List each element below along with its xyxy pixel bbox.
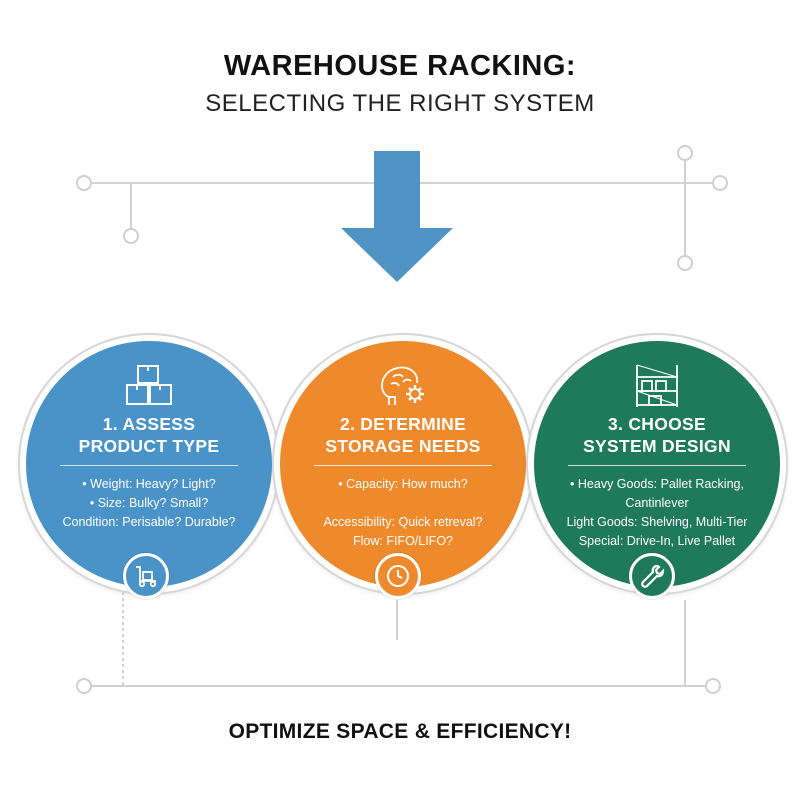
bullet: • Weight: Heavy? Light? — [82, 477, 216, 491]
step-1-bullets: • Weight: Heavy? Light? • Size: Bulky? S… — [32, 475, 266, 532]
step-3-divider — [568, 465, 746, 466]
hand-truck-icon — [136, 566, 157, 588]
step-2-heading: 2. DETERMINE STORAGE NEEDS — [325, 414, 481, 456]
step-3-circle: 3. CHOOSE SYSTEM DESIGN • Heavy Goods: P… — [528, 335, 786, 593]
step-2-divider — [314, 465, 492, 466]
bullet: • Size: Bulky? Small? — [89, 496, 209, 510]
clock-icon — [387, 565, 409, 587]
down-arrow-icon — [341, 151, 453, 282]
boxes-icon — [126, 365, 172, 405]
footer-tagline: OPTIMIZE SPACE & EFFICIENCY! — [228, 720, 572, 743]
rack-icon — [636, 364, 678, 407]
bullet: Special: Drive-In, Live Pallet — [578, 534, 736, 548]
step-2-bullets: • Capacity: How much? Accessibility: Qui… — [286, 475, 520, 551]
bullet: Flow: FIFO/LIFO? — [352, 534, 453, 548]
step-2-badge — [375, 553, 421, 599]
bullet: • Heavy Goods: Pallet Racking, — [570, 477, 744, 491]
page-subtitle: SELECTING THE RIGHT SYSTEM — [205, 90, 595, 117]
page-title: WAREHOUSE RACKING: — [223, 50, 577, 82]
bullet — [286, 494, 520, 513]
step-1-divider — [60, 465, 238, 466]
bullet: Cantinlever — [625, 496, 689, 510]
step-1-badge — [123, 553, 169, 599]
bullet: Condition: Perisable? Durable? — [62, 515, 236, 529]
step-3-heading: 3. CHOOSE SYSTEM DESIGN — [583, 414, 731, 456]
bullet: Light Goods: Shelving, Multi-Tier — [566, 515, 748, 529]
brain-gear-icon — [381, 366, 424, 405]
step-3-bullets: • Heavy Goods: Pallet Racking, Cantinlev… — [540, 475, 774, 551]
bullet: Accessibility: Quick retreval? — [323, 515, 483, 529]
step-3-badge — [629, 553, 675, 599]
bullet: • Capacity: How much? — [338, 477, 468, 491]
step-1-heading: 1. ASSESS PRODUCT TYPE — [78, 414, 220, 456]
step-2-circle: 2. DETERMINE STORAGE NEEDS • Capacity: H… — [274, 335, 532, 593]
wrench-icon — [641, 564, 665, 588]
